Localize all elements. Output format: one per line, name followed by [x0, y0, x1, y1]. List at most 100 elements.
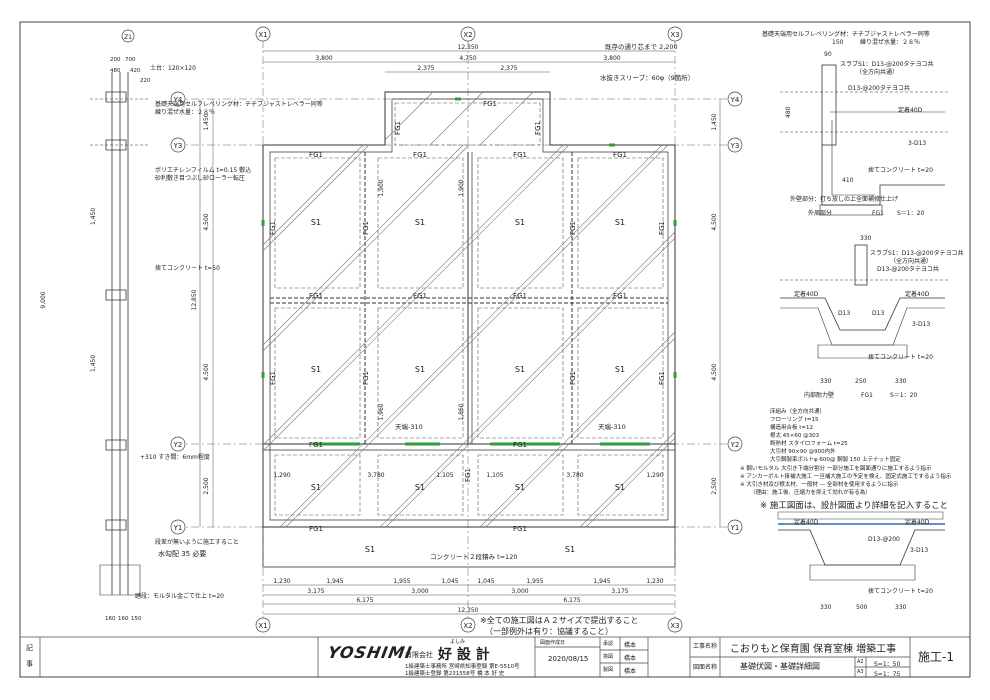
svg-text:S1: S1 — [515, 483, 525, 492]
svg-text:定着40D: 定着40D — [898, 106, 923, 114]
svg-text:基礎天端用セルフレベリング材：チチブジャストレベラー同等: 基礎天端用セルフレベリング材：チチブジャストレベラー同等 — [155, 100, 323, 108]
svg-text:480: 480 — [785, 106, 792, 118]
svg-text:4,500: 4,500 — [203, 213, 210, 230]
svg-text:基礎天端用セルフレベリング材：チチブジャストレベラー同等: 基礎天端用セルフレベリング材：チチブジャストレベラー同等 — [762, 30, 930, 38]
svg-text:12,350: 12,350 — [458, 607, 479, 614]
svg-text:Y2: Y2 — [730, 441, 740, 449]
svg-text:天端-310: 天端-310 — [598, 422, 626, 431]
detail-perimeter — [780, 64, 950, 216]
svg-text:Y4: Y4 — [173, 96, 183, 104]
svg-text:S1: S1 — [311, 365, 321, 374]
svg-text:500: 500 — [856, 604, 868, 611]
svg-text:X2: X2 — [463, 622, 472, 630]
svg-text:練り混ぜ水量：２８％: 練り混ぜ水量：２８％ — [155, 108, 215, 116]
role-draft: 製図 — [603, 667, 614, 673]
svg-text:（全方向共通）: （全方向共通） — [890, 257, 932, 265]
svg-text:90: 90 — [824, 51, 832, 58]
svg-text:大引材 90×90 @900内外: 大引材 90×90 @900内外 — [770, 447, 836, 455]
svg-text:2,500: 2,500 — [203, 477, 210, 494]
svg-text:（理由：施工後、圧縮力を抑えて効れが有る為）: （理由：施工後、圧縮力を抑えて効れが有る為） — [750, 488, 871, 496]
svg-text:外壁部分：打ち放しの上全面補修仕上げ: 外壁部分：打ち放しの上全面補修仕上げ — [790, 195, 898, 203]
svg-text:定着40D: 定着40D — [794, 290, 819, 298]
svg-text:定着40D: 定着40D — [794, 518, 819, 526]
svg-text:D13: D13 — [838, 310, 850, 317]
svg-text:3-D13: 3-D13 — [910, 547, 928, 554]
svg-text:D13-@200タテヨコ共: D13-@200タテヨコ共 — [877, 265, 939, 273]
project-name: こおりもと保育園 保育室棟 増築工事 — [730, 644, 897, 655]
beam-labels: FG1 FG1 FG1 FG1 FG1 FG1 FG1 FG1 FG1 FG1 … — [269, 100, 666, 554]
svg-text:1,450: 1,450 — [90, 355, 97, 372]
svg-text:※ 鋼いモルタル 大引き下端分割分 一部分施工を図面通りに施: ※ 鋼いモルタル 大引き下端分割分 一部分施工を図面通りに施工するよう指示 — [740, 464, 932, 472]
svg-text:スラブS1：D13-@200タテヨコ共: スラブS1：D13-@200タテヨコ共 — [870, 249, 964, 257]
svg-text:フローリング t=15: フローリング t=15 — [770, 415, 819, 423]
svg-text:220: 220 — [140, 78, 151, 84]
floor-notes: 床組み（全方向共通） フローリング t=15 構造用合板 t=12 根太 45×… — [740, 407, 952, 496]
svg-text:330: 330 — [820, 604, 832, 611]
grid-bubbles: X1 X2 X3 X1 X2 X3 Y4 Y3 Y2 Y1 Y4 Y3 Y2 Y… — [121, 26, 743, 633]
svg-text:160: 160 — [105, 616, 116, 622]
sheet-number: 施工-1 — [918, 650, 954, 664]
svg-text:S1: S1 — [311, 218, 321, 227]
svg-text:FG1: FG1 — [309, 292, 323, 300]
svg-text:FG1: FG1 — [861, 392, 873, 399]
svg-text:Y3: Y3 — [730, 142, 740, 150]
grid-bubble-y3: Y3 — [170, 137, 186, 153]
svg-text:※ 大引き材及び根太材、一般材 ― 全部材を使用するように指: ※ 大引き材及び根太材、一般材 ― 全部材を使用するように指示 — [740, 480, 899, 488]
svg-text:FG1: FG1 — [394, 121, 402, 135]
svg-text:3,175: 3,175 — [307, 588, 324, 595]
svg-text:330: 330 — [895, 604, 907, 611]
grid-bubble-y4: Y4 — [170, 91, 186, 107]
svg-text:3,000: 3,000 — [511, 588, 528, 595]
grid-bubble-y1-right: Y1 — [727, 519, 743, 535]
center-note-1: ※全ての施工図はＡ２サイズで提出すること — [480, 615, 638, 625]
svg-text:ポリエチレンフィルム t=0.15 敷込: ポリエチレンフィルム t=0.15 敷込 — [155, 166, 251, 174]
svg-text:FG1: FG1 — [613, 151, 627, 159]
svg-text:250: 250 — [855, 378, 867, 385]
svg-text:200: 200 — [110, 57, 121, 63]
svg-text:FG1: FG1 — [534, 121, 542, 135]
svg-text:FG1: FG1 — [658, 221, 666, 235]
grid-bubble-x2-bottom: X2 — [460, 617, 476, 633]
svg-text:3,800: 3,800 — [603, 55, 620, 62]
svg-text:3,000: 3,000 — [411, 588, 428, 595]
person-check: 橋本 — [624, 655, 637, 662]
svg-text:1,860: 1,860 — [458, 403, 465, 420]
grid-bubble-z1: Z1 — [121, 29, 135, 43]
svg-text:330: 330 — [860, 235, 872, 242]
svg-text:Y4: Y4 — [730, 96, 740, 104]
svg-text:1,450: 1,450 — [203, 113, 210, 130]
svg-text:スラブS1：D13-@200タテヨコ共: スラブS1：D13-@200タテヨコ共 — [840, 60, 934, 68]
svg-text:1,955: 1,955 — [526, 578, 543, 585]
svg-text:9,000: 9,000 — [40, 291, 47, 308]
svg-text:S1: S1 — [615, 483, 625, 492]
svg-text:天端-310: 天端-310 — [395, 422, 423, 431]
svg-text:1,900: 1,900 — [458, 179, 465, 196]
svg-text:1,045: 1,045 — [477, 578, 494, 585]
svg-text:2,375: 2,375 — [500, 65, 517, 72]
svg-text:踏段：モルタル金ごて仕上 t=20: 踏段：モルタル金ごて仕上 t=20 — [135, 592, 224, 600]
svg-text:Y2: Y2 — [173, 441, 183, 449]
svg-text:1,945: 1,945 — [326, 578, 343, 585]
svg-text:S1: S1 — [565, 545, 575, 554]
company-name: 好 設 計 — [438, 647, 490, 663]
svg-text:Z1: Z1 — [124, 34, 132, 41]
svg-text:+310 すき間：6mm程度: +310 すき間：6mm程度 — [140, 453, 210, 461]
svg-text:X3: X3 — [670, 622, 679, 630]
svg-text:D13-@200タテヨコ共: D13-@200タテヨコ共 — [848, 84, 910, 92]
svg-text:FG1: FG1 — [413, 151, 427, 159]
svg-text:段差が無いように施工すること: 段差が無いように施工すること — [155, 538, 239, 546]
svg-text:S1: S1 — [515, 218, 525, 227]
grid-bubble-x1: X1 — [255, 26, 271, 42]
grid-bubble-x3: X3 — [667, 26, 683, 42]
svg-text:FG1: FG1 — [872, 210, 884, 217]
svg-text:1,045: 1,045 — [441, 578, 458, 585]
scale-a2: S=1：50 — [874, 661, 901, 668]
svg-text:定着40D: 定着40D — [905, 290, 930, 298]
svg-text:1,945: 1,945 — [593, 578, 610, 585]
svg-text:砂利敷き目つぶし砂ローラー転圧: 砂利敷き目つぶし砂ローラー転圧 — [155, 174, 245, 182]
grid-bubble-y2: Y2 — [170, 436, 186, 452]
svg-text:根太 45×60 @303: 根太 45×60 @303 — [770, 431, 820, 439]
svg-text:Y3: Y3 — [173, 142, 183, 150]
drain-sleeves — [261, 97, 677, 446]
svg-text:700: 700 — [125, 57, 136, 63]
